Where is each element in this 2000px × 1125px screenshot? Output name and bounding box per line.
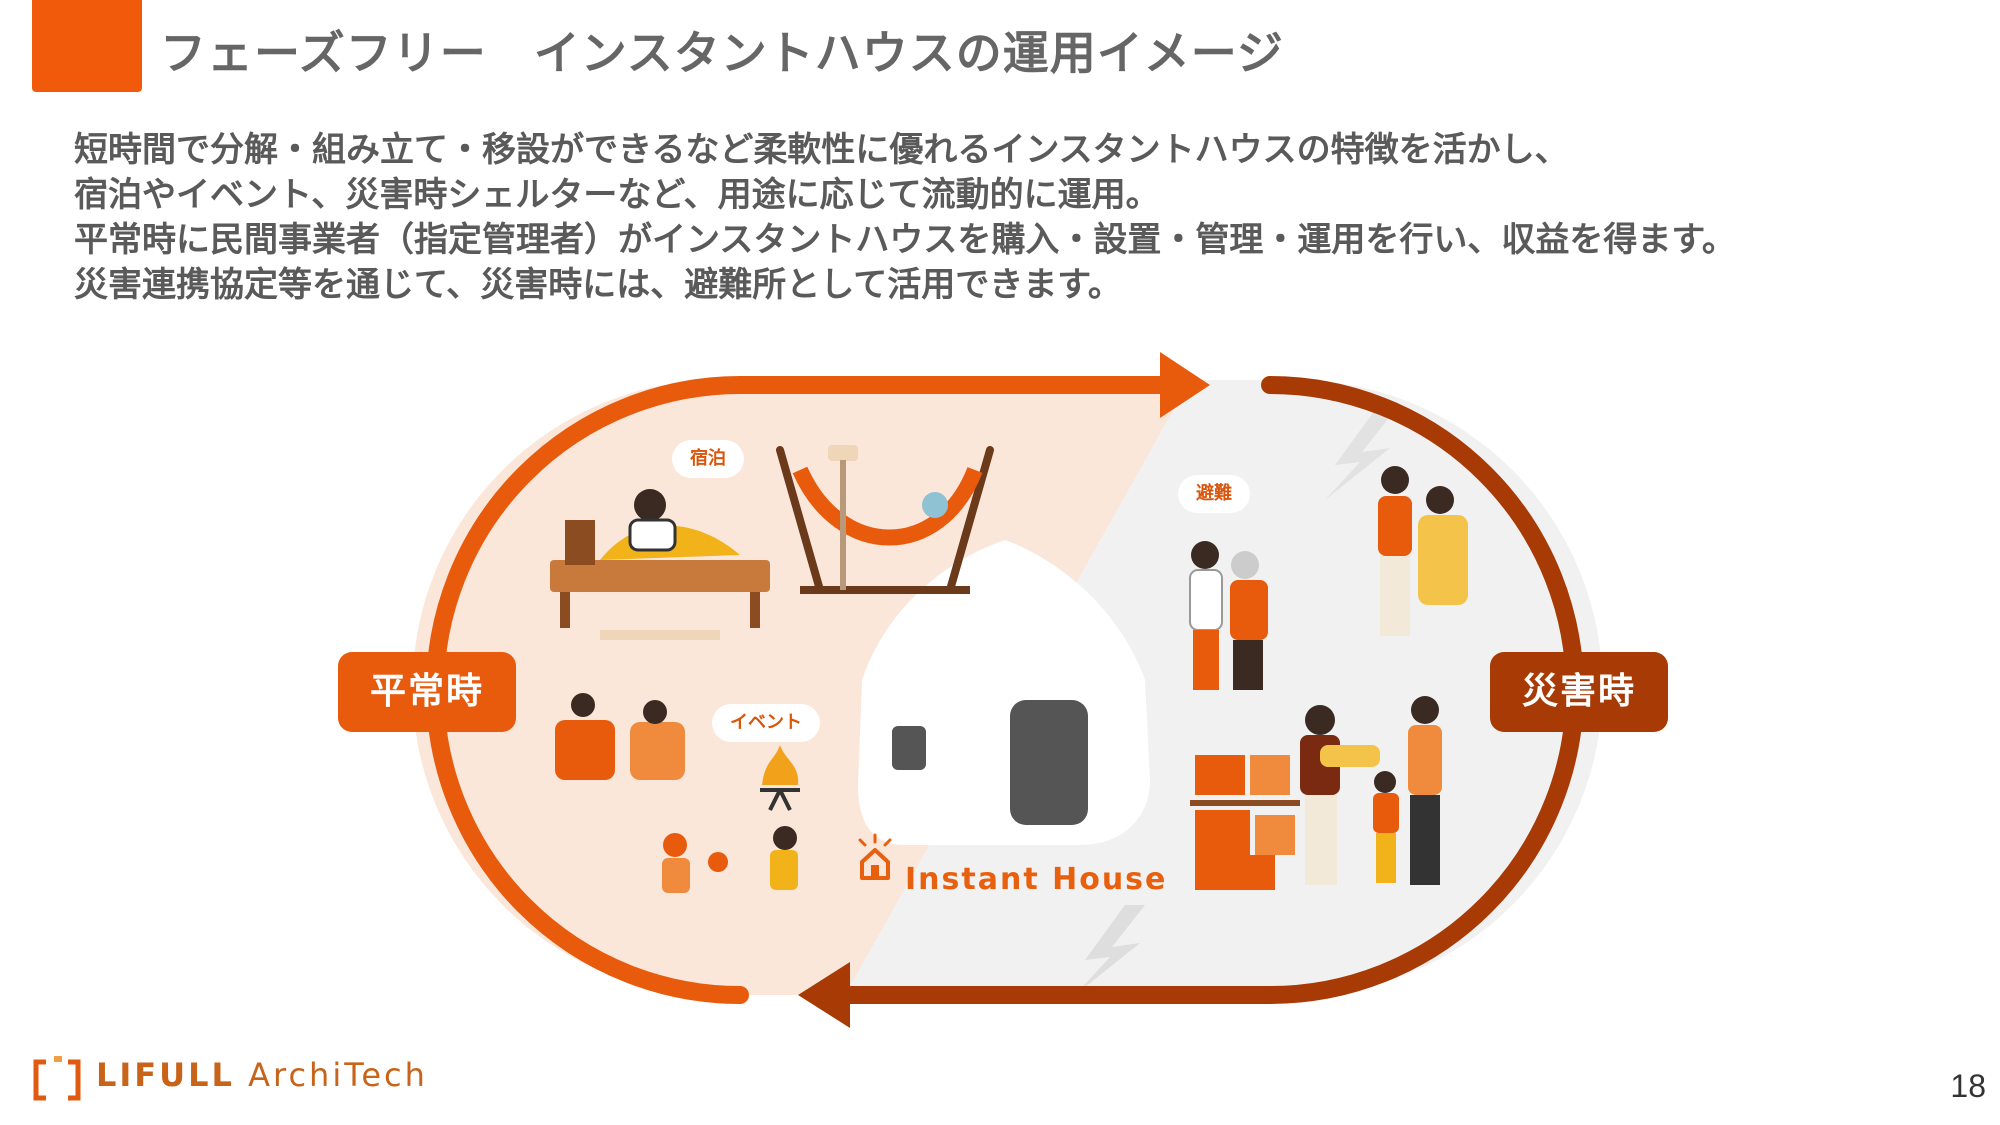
campfire-scene-icon	[555, 693, 800, 811]
lightning-icon	[1325, 410, 1395, 500]
house-door	[1010, 700, 1088, 825]
hammock-scene-icon	[776, 445, 994, 594]
tag-evacuation: 避難	[1178, 475, 1250, 513]
house-window	[892, 726, 926, 770]
page-title: フェーズフリー インスタントハウスの運用イメージ	[160, 26, 1284, 80]
brand-house-icon	[858, 833, 892, 880]
bed-scene-icon	[550, 489, 770, 640]
cycle-arrowhead-right	[1160, 352, 1210, 418]
supply-scene-icon	[1190, 696, 1442, 890]
title-accent-block	[32, 0, 142, 92]
evacuation-scene-icon	[1189, 466, 1468, 690]
disaster-phase-label: 災害時	[1490, 652, 1668, 732]
page-number: 18	[1950, 1068, 1986, 1104]
tag-event: イベント	[712, 704, 820, 742]
instant-house-brand: Instant House	[905, 862, 1168, 897]
lifull-bracket-icon	[33, 1056, 81, 1101]
logo-sub-text: ArchiTech	[248, 1056, 428, 1094]
description-line-1: 短時間で分解・組み立て・移設ができるなど柔軟性に優れるインスタントハウスの特徴を…	[74, 130, 1569, 170]
logo-main-text: LIFULL	[96, 1056, 235, 1094]
tag-lodging: 宿泊	[672, 440, 744, 478]
description-text: 短時間で分解・組み立て・移設ができるなど柔軟性に優れるインスタントハウスの特徴を…	[74, 128, 1954, 308]
description-line-4: 災害連携協定等を通じて、災害時には、避難所として活用できます。	[74, 265, 1122, 305]
description-line-2: 宿泊やイベント、災害時シェルターなど、用途に応じて流動的に運用。	[74, 175, 1160, 215]
description-line-3: 平常時に民間事業者（指定管理者）がインスタントハウスを購入・設置・管理・運用を行…	[74, 220, 1736, 260]
play-scene-icon	[662, 826, 798, 893]
lightning-icon-2	[1075, 905, 1145, 995]
company-logo: LIFULL ArchiTech	[96, 1056, 428, 1094]
cycle-arrowhead-left	[798, 962, 850, 1028]
normal-phase-label: 平常時	[338, 652, 516, 732]
